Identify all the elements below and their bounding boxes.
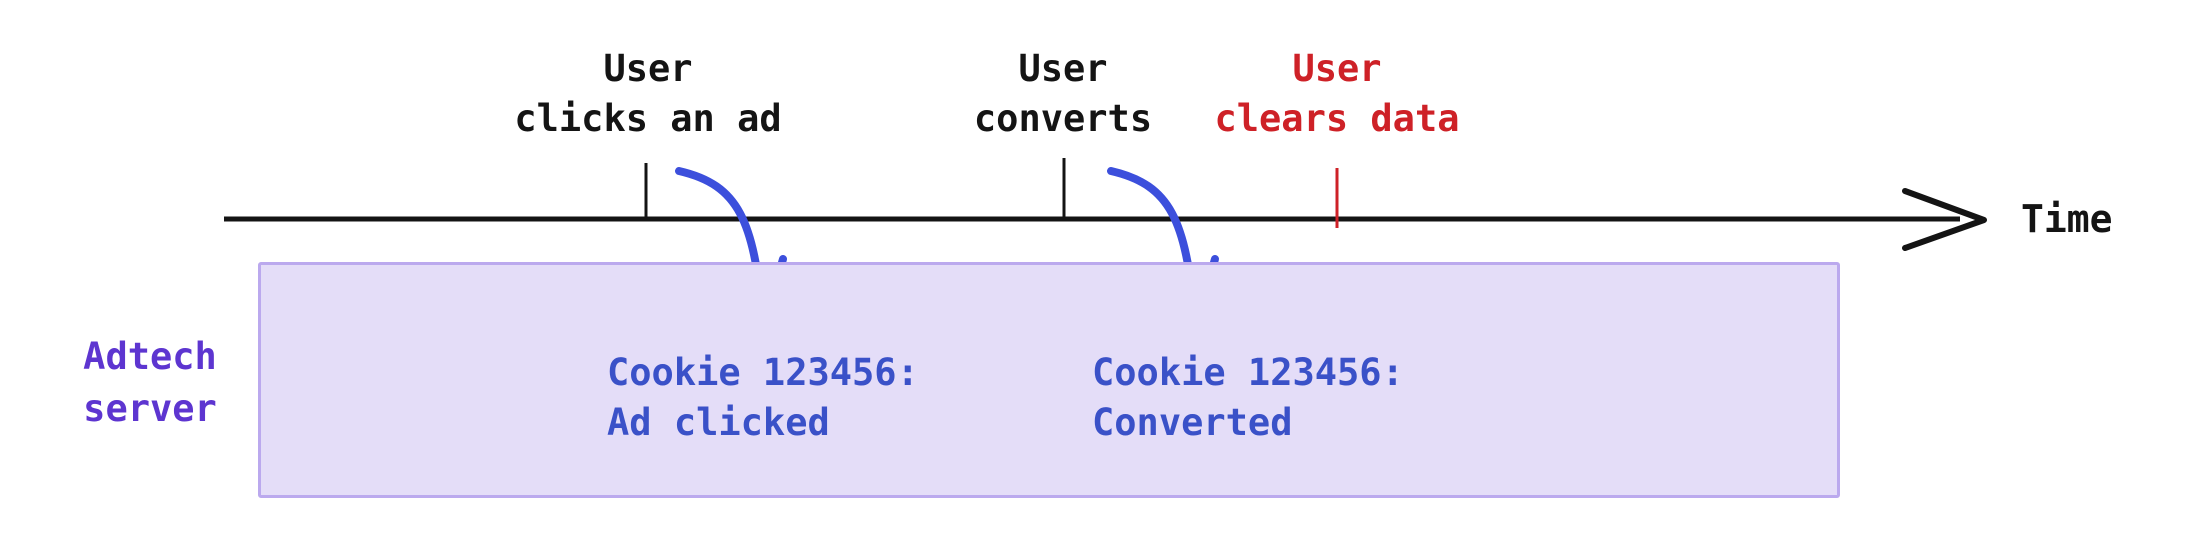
event-label-line: User	[1292, 47, 1382, 90]
adtech-server-box	[258, 262, 1840, 498]
cookie-record-converted: Cookie 123456: Converted	[1092, 348, 1404, 448]
cookie-record-line: Ad clicked	[607, 401, 830, 444]
event-label-user-clicks-ad: User clicks an ad	[514, 44, 781, 144]
adtech-server-label-line: server	[83, 387, 217, 430]
event-label-line: User	[603, 47, 693, 90]
adtech-server-label-line: Adtech	[83, 335, 217, 378]
cookie-record-line: Cookie 123456:	[607, 351, 919, 394]
adtech-server-label: Adtech server	[83, 331, 217, 435]
event-label-line: User	[1018, 47, 1108, 90]
event-label-user-converts: User converts	[974, 44, 1152, 144]
event-label-line: clears data	[1214, 97, 1460, 140]
time-axis-arrowhead-icon	[1902, 188, 1987, 251]
cookie-record-line: Converted	[1092, 401, 1293, 444]
event-label-line: converts	[973, 97, 1153, 140]
event-label-line: clicks an ad	[514, 97, 782, 140]
time-axis-caption: Time	[2021, 197, 2113, 241]
cookie-record-line: Cookie 123456:	[1092, 351, 1404, 394]
cookie-record-ad-clicked: Cookie 123456: Ad clicked	[607, 348, 919, 448]
event-label-user-clears-data: User clears data	[1214, 44, 1459, 144]
